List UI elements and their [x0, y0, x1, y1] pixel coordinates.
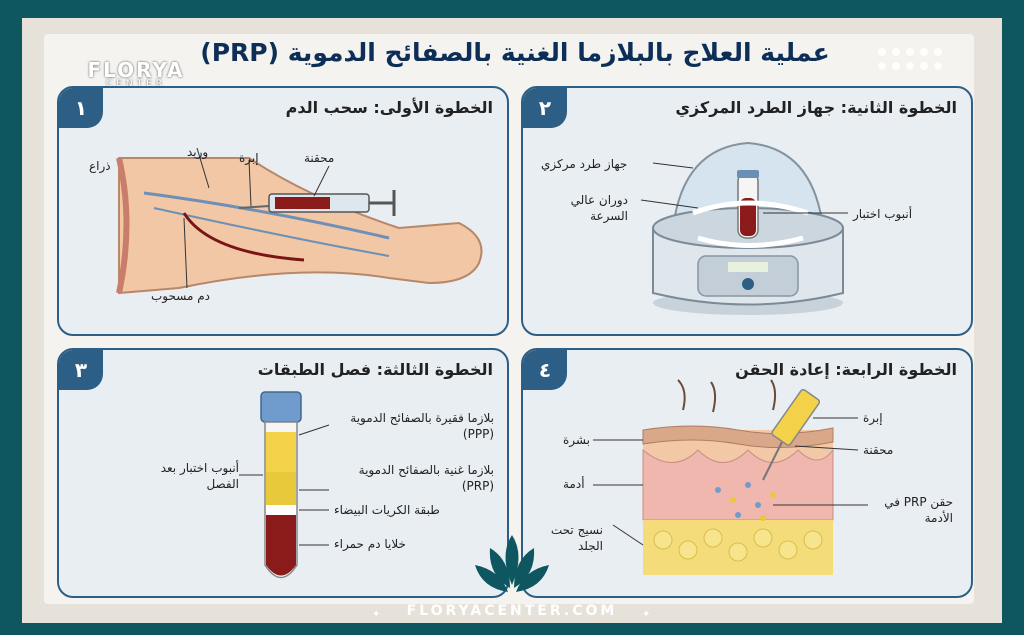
label-ppp: بلازما فقيرة بالصفائح الدموية (PPP)	[350, 411, 494, 441]
brand-sub: CENTER	[105, 79, 167, 89]
label-needle: إبرة	[239, 151, 259, 165]
label-test-tube: أنبوب اختبار	[853, 207, 913, 221]
label-subcutis: نسيج تحت الجلد	[550, 523, 603, 553]
label-tube-after: أنبوب اختبار بعد الفصل	[160, 461, 239, 491]
step-title: الخطوة الرابعة: إعادة الحقن	[735, 360, 957, 379]
label-vein: وريد	[187, 145, 209, 159]
label-dermis: أدمة	[563, 477, 585, 491]
step-2-panel: ٢ الخطوة الثانية: جهاز الطرد المركزي جها…	[521, 86, 973, 336]
label-arm: ذراع	[89, 159, 111, 173]
label-prp: بلازما غنية بالصفائح الدموية (PRP)	[358, 463, 494, 493]
step-number: ٤	[523, 350, 567, 390]
lotus-logo	[475, 535, 549, 592]
decorative-dots-top	[878, 48, 942, 70]
centrifuge-illustration	[640, 141, 848, 315]
label-prp-injection: حقن PRP في الأدمة	[884, 495, 953, 525]
footer-url: FLORYACENTER.COM	[406, 603, 618, 619]
step-title: الخطوة الأولى: سحب الدم	[285, 98, 493, 117]
step-number: ٢	[523, 88, 567, 128]
page-title: عملية العلاج بالبلازما الغنية بالصفائح ا…	[200, 38, 830, 67]
step-number: ١	[59, 88, 103, 128]
label-red-cells: خلايا دم حمراء	[334, 537, 406, 551]
step-number: ٣	[59, 350, 103, 390]
step-3-panel: ٣ الخطوة الثالثة: فصل الطبقات بلازما فقي…	[57, 348, 509, 598]
label-syringe: محقنة	[304, 151, 335, 165]
step-title: الخطوة الثانية: جهاز الطرد المركزي	[675, 98, 957, 117]
label-buffy-coat: طبقة الكريات البيضاء	[334, 503, 440, 517]
footer-star-icon: ✦	[642, 609, 651, 620]
label-needle: إبرة	[863, 411, 883, 425]
label-high-speed: دوران عالي السرعة	[570, 193, 628, 223]
arm-illustration	[116, 147, 483, 295]
brand-logo: FLORYA CENTER	[66, 58, 206, 89]
step-4-panel: ٤ الخطوة الرابعة: إعادة الحقن بشرة أدمة …	[521, 348, 973, 598]
footer-star-icon: ✦	[372, 609, 381, 620]
step-1-panel: ١ الخطوة الأولى: سحب الدم ذراع وريد إبرة…	[57, 86, 509, 336]
label-syringe: محقنة	[863, 443, 894, 457]
skin-injection-illustration	[593, 379, 868, 575]
separation-tube-illustration	[239, 391, 330, 579]
brand-name: FLORYA	[87, 58, 185, 82]
step-title: الخطوة الثالثة: فصل الطبقات	[257, 360, 493, 379]
label-skin: بشرة	[563, 433, 590, 447]
label-drawn-blood: دم مسحوب	[151, 289, 210, 303]
label-centrifuge: جهاز طرد مركزي	[541, 157, 628, 171]
